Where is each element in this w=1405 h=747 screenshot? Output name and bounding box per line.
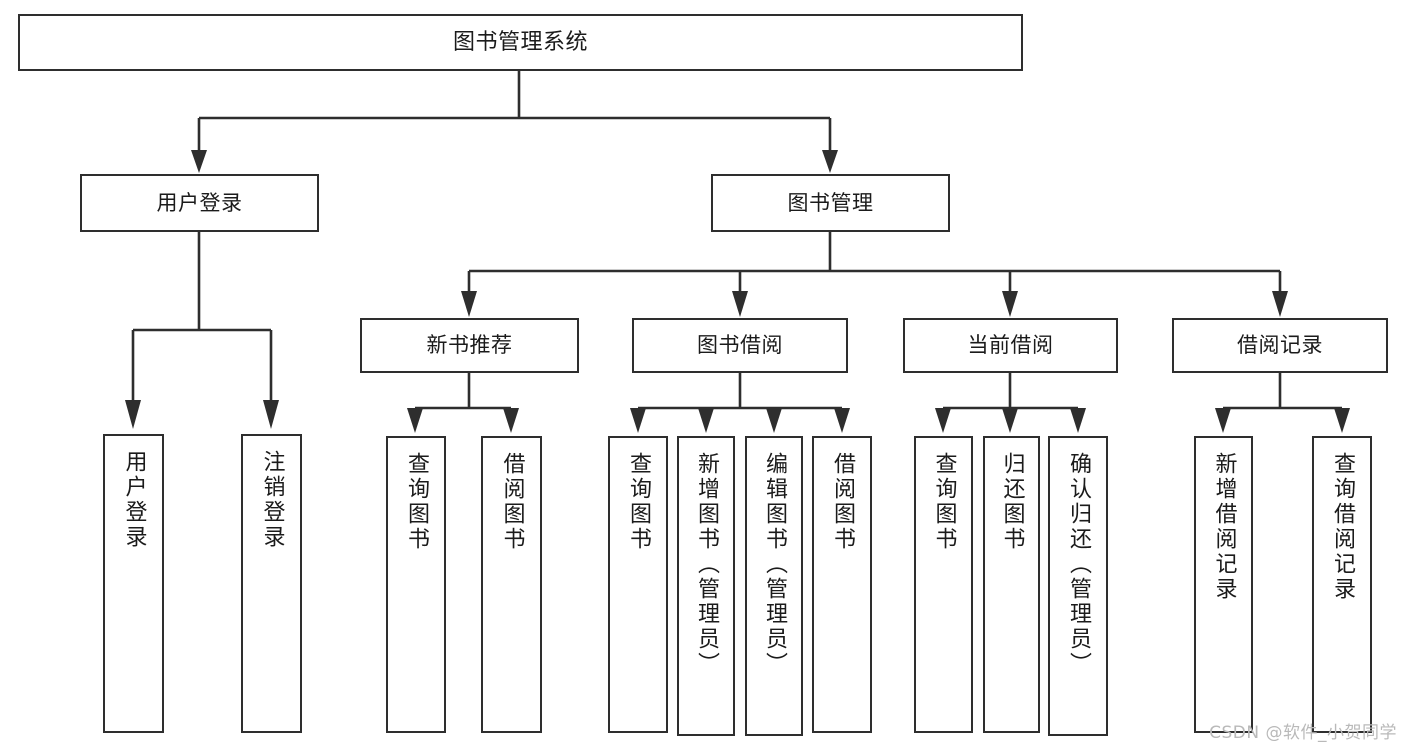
leaf-borrow-book-1-label: 借阅图书 — [499, 452, 525, 552]
leaf-user-login-label: 用户登录 — [121, 450, 147, 550]
leaf-confirm-return-label: 确认归还（管理员） — [1066, 452, 1091, 677]
arrowhead-leaf-query-record — [1334, 408, 1350, 433]
arrowhead-leaf-query-book-2 — [630, 408, 646, 433]
arrowhead-leaf-confirm-return — [1070, 408, 1086, 433]
arrowhead-current-borrow — [1002, 291, 1018, 317]
node-root[interactable]: 图书管理系统 — [18, 14, 1023, 71]
node-book-borrow-label: 图书借阅 — [697, 333, 783, 358]
arrowhead-borrow-record — [1272, 291, 1288, 317]
arrowhead-user-login — [191, 150, 207, 173]
arrowhead-book-borrow — [732, 291, 748, 317]
csdn-watermark: CSDN @软件_小贺同学 — [1209, 723, 1397, 743]
arrowhead-leaf-add-book — [698, 408, 714, 433]
leaf-add-record[interactable]: 新增借阅记录 — [1194, 436, 1253, 733]
arrowhead-leaf-user-logout — [263, 400, 279, 429]
node-book-borrow[interactable]: 图书借阅 — [632, 318, 848, 373]
leaf-user-logout-label: 注销登录 — [259, 450, 285, 550]
leaf-query-record-label: 查询借阅记录 — [1330, 452, 1355, 602]
leaf-user-login[interactable]: 用户登录 — [103, 434, 164, 733]
arrowhead-leaf-add-record — [1215, 408, 1231, 433]
arrowhead-book-manage — [822, 150, 838, 173]
arrowhead-leaf-user-login — [125, 400, 141, 429]
leaf-user-logout[interactable]: 注销登录 — [241, 434, 302, 733]
leaf-edit-book[interactable]: 编辑图书（管理员） — [745, 436, 803, 736]
leaf-query-record[interactable]: 查询借阅记录 — [1312, 436, 1372, 733]
leaf-add-book[interactable]: 新增图书（管理员） — [677, 436, 735, 736]
arrowhead-leaf-borrow-book-2 — [834, 408, 850, 433]
leaf-query-book-2-label: 查询图书 — [626, 452, 651, 552]
node-current-borrow[interactable]: 当前借阅 — [903, 318, 1118, 373]
node-new-book-rec[interactable]: 新书推荐 — [360, 318, 579, 373]
node-new-book-rec-label: 新书推荐 — [426, 333, 513, 358]
leaf-confirm-return[interactable]: 确认归还（管理员） — [1048, 436, 1108, 736]
leaf-query-book-2[interactable]: 查询图书 — [608, 436, 668, 733]
leaf-add-book-label: 新增图书（管理员） — [694, 452, 719, 677]
leaf-query-book-3[interactable]: 查询图书 — [914, 436, 973, 733]
node-borrow-record-label: 借阅记录 — [1237, 333, 1323, 358]
node-current-borrow-label: 当前借阅 — [967, 333, 1054, 358]
leaf-borrow-book-2-label: 借阅图书 — [830, 452, 855, 552]
node-root-label: 图书管理系统 — [452, 29, 588, 55]
node-borrow-record[interactable]: 借阅记录 — [1172, 318, 1388, 373]
leaf-query-book-1[interactable]: 查询图书 — [386, 436, 446, 733]
leaf-borrow-book-1[interactable]: 借阅图书 — [481, 436, 542, 733]
leaf-query-book-3-label: 查询图书 — [931, 452, 957, 552]
leaf-query-book-1-label: 查询图书 — [404, 452, 429, 552]
node-book-manage[interactable]: 图书管理 — [711, 174, 950, 232]
node-user-login-label: 用户登录 — [156, 190, 243, 215]
leaf-return-book-label: 归还图书 — [999, 452, 1025, 552]
arrowhead-leaf-query-book-1 — [407, 408, 423, 433]
arrowhead-new-book-rec — [461, 291, 477, 317]
arrowhead-leaf-return-book — [1002, 408, 1018, 433]
arrowhead-leaf-borrow-book-1 — [503, 408, 519, 433]
arrowhead-leaf-edit-book — [766, 408, 782, 433]
leaf-add-record-label: 新增借阅记录 — [1211, 452, 1237, 602]
leaf-borrow-book-2[interactable]: 借阅图书 — [812, 436, 872, 733]
leaf-return-book[interactable]: 归还图书 — [983, 436, 1040, 733]
node-book-manage-label: 图书管理 — [787, 190, 874, 215]
leaf-edit-book-label: 编辑图书（管理员） — [762, 452, 787, 677]
node-user-login[interactable]: 用户登录 — [80, 174, 319, 232]
arrowhead-leaf-query-book-3 — [935, 408, 951, 433]
